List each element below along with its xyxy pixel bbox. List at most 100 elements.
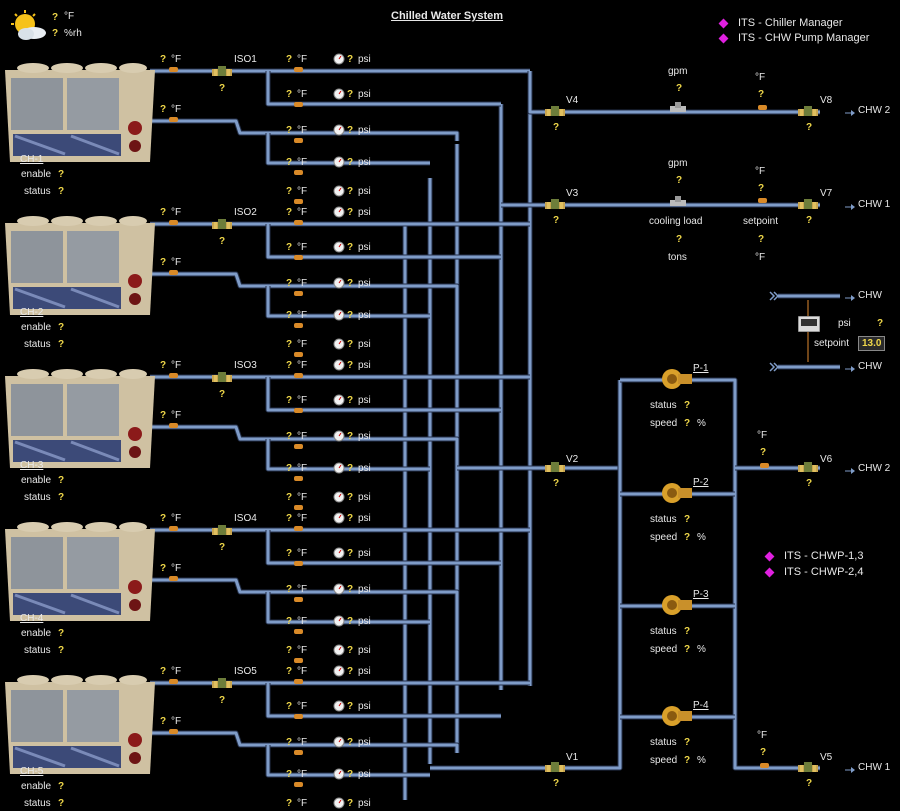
chiller-name[interactable]: CH-3 (20, 460, 44, 471)
chiller-enable-label: enable (21, 169, 52, 180)
branch-pressure-value: ? (347, 278, 354, 289)
chiller-name[interactable]: CH-1 (20, 154, 44, 165)
temperature-sensor-icon (169, 114, 178, 122)
pump-speed-unit: % (697, 644, 706, 655)
chiller-name[interactable]: CH-5 (20, 766, 44, 777)
isolation-valve[interactable] (212, 372, 232, 384)
pump-name[interactable]: P-2 (693, 477, 709, 488)
chiller-entering-temp-unit: °F (171, 716, 182, 727)
flow-meter-icon (670, 196, 686, 208)
branch-pressure-value: ? (347, 513, 354, 524)
dp-setpoint-value[interactable]: 13.0 (858, 336, 886, 351)
chw2-supply-valve[interactable] (545, 106, 565, 118)
temperature-sensor-icon (294, 594, 303, 602)
branch-temp-unit: °F (297, 769, 308, 780)
chiller-unit-image[interactable] (5, 517, 155, 627)
branch-pressure-value: ? (347, 769, 354, 780)
chiller-entering-temp-value: ? (160, 104, 167, 115)
link-label: ITS - CHWP-2,4 (784, 566, 864, 578)
branch-temp-value: ? (286, 278, 293, 289)
branch-temp-unit: °F (297, 186, 308, 197)
isolation-valve[interactable] (212, 219, 232, 231)
pump-icon[interactable] (660, 368, 694, 390)
chiller-leaving-temp-value: ? (160, 360, 167, 371)
chw2-outlet-valve[interactable] (798, 106, 818, 118)
isolation-valve-label[interactable]: ISO2 (234, 207, 257, 218)
chiller-entering-temp-unit: °F (171, 104, 182, 115)
pump-icon[interactable] (660, 594, 694, 616)
pressure-gauge-icon (333, 547, 345, 559)
pump-name[interactable]: P-1 (693, 363, 709, 374)
chw1-outlet-valve-label[interactable]: V7 (820, 188, 833, 199)
pipe-highlight (266, 224, 501, 259)
chw1-setpoint-value[interactable]: ? (758, 234, 765, 245)
chwp-1-3-link[interactable]: ITS - CHWP-1,3 (764, 550, 863, 562)
chw1-pump-outlet-valve-label[interactable]: V5 (820, 752, 833, 763)
temperature-sensor-icon (294, 626, 303, 634)
temperature-sensor-icon (169, 573, 178, 581)
branch-pressure-unit: psi (358, 310, 371, 321)
branch-pressure-value: ? (347, 395, 354, 406)
pump-status-label: status (650, 400, 677, 411)
chiller-unit-image[interactable] (5, 58, 155, 168)
chiller-unit-image[interactable] (5, 670, 155, 780)
chw2-pump-outlet-valve-label[interactable]: V6 (820, 454, 833, 465)
pump-name[interactable]: P-3 (693, 589, 709, 600)
pump-name[interactable]: P-4 (693, 700, 709, 711)
branch-pressure-value: ? (347, 360, 354, 371)
chw1-supply-valve[interactable] (545, 199, 565, 211)
pump-icon[interactable] (660, 482, 694, 504)
chiller-name[interactable]: CH-2 (20, 307, 44, 318)
isolation-valve-label[interactable]: ISO4 (234, 513, 257, 524)
chw1-outlet-valve[interactable] (798, 199, 818, 211)
branch-pressure-value: ? (347, 584, 354, 595)
pipe-highlight (150, 578, 459, 600)
branch-pressure-value: ? (347, 157, 354, 168)
chw1-pump-outlet-valve[interactable] (798, 762, 818, 774)
chw1-flow-unit: gpm (668, 158, 688, 169)
chiller-manager-link[interactable]: ITS - Chiller Manager (718, 17, 843, 29)
isolation-valve-label[interactable]: ISO1 (234, 54, 257, 65)
isolation-valve[interactable] (212, 678, 232, 690)
pump-status-value: ? (684, 514, 691, 525)
isolation-valve[interactable] (212, 66, 232, 78)
pump-suction-valve-2-label[interactable]: V2 (566, 454, 579, 465)
chiller-leaving-temp-value: ? (160, 513, 167, 524)
isolation-valve-label[interactable]: ISO3 (234, 360, 257, 371)
pump-suction-valve-2[interactable] (545, 462, 565, 474)
chw2-pump-outlet-valve[interactable] (798, 462, 818, 474)
pump-suction-valve-1-label[interactable]: V1 (566, 752, 579, 763)
branch-temp-unit: °F (297, 207, 308, 218)
chw2-outlet-valve-label[interactable]: V8 (820, 95, 833, 106)
pipe-highlight (266, 439, 430, 471)
chiller-status-value: ? (58, 492, 65, 503)
pipe-highlight (266, 592, 430, 624)
chiller-unit-image[interactable] (5, 211, 155, 321)
chwp-2-4-link[interactable]: ITS - CHWP-2,4 (764, 566, 864, 578)
flow-arrow-icon (845, 364, 855, 372)
chiller-unit-image[interactable] (5, 364, 155, 474)
pipe-highlight (528, 71, 820, 114)
chiller-enable-label: enable (21, 322, 52, 333)
pump-icon[interactable] (660, 705, 694, 727)
branch-temp-unit: °F (297, 616, 308, 627)
chiller-name[interactable]: CH-4 (20, 613, 44, 624)
branch-temp-value: ? (286, 769, 293, 780)
pump-speed-value: ? (684, 532, 691, 543)
chiller-leaving-temp-value: ? (160, 207, 167, 218)
branch-pressure-unit: psi (358, 769, 371, 780)
isolation-valve[interactable] (212, 525, 232, 537)
chw1-supply-valve-label[interactable]: V3 (566, 188, 579, 199)
branch-pressure-unit: psi (358, 186, 371, 197)
branch-temp-unit: °F (297, 701, 308, 712)
chw-pump-manager-link[interactable]: ITS - CHW Pump Manager (718, 32, 869, 44)
pump-suction-valve-1[interactable] (545, 762, 565, 774)
chiller-enable-value: ? (58, 628, 65, 639)
flow-meter-icon (670, 102, 686, 114)
isolation-valve-label[interactable]: ISO5 (234, 666, 257, 677)
temperature-sensor-icon (169, 523, 178, 531)
chiller-entering-temp-unit: °F (171, 257, 182, 268)
chw2-supply-valve-label[interactable]: V4 (566, 95, 579, 106)
temperature-sensor-icon (758, 195, 767, 203)
